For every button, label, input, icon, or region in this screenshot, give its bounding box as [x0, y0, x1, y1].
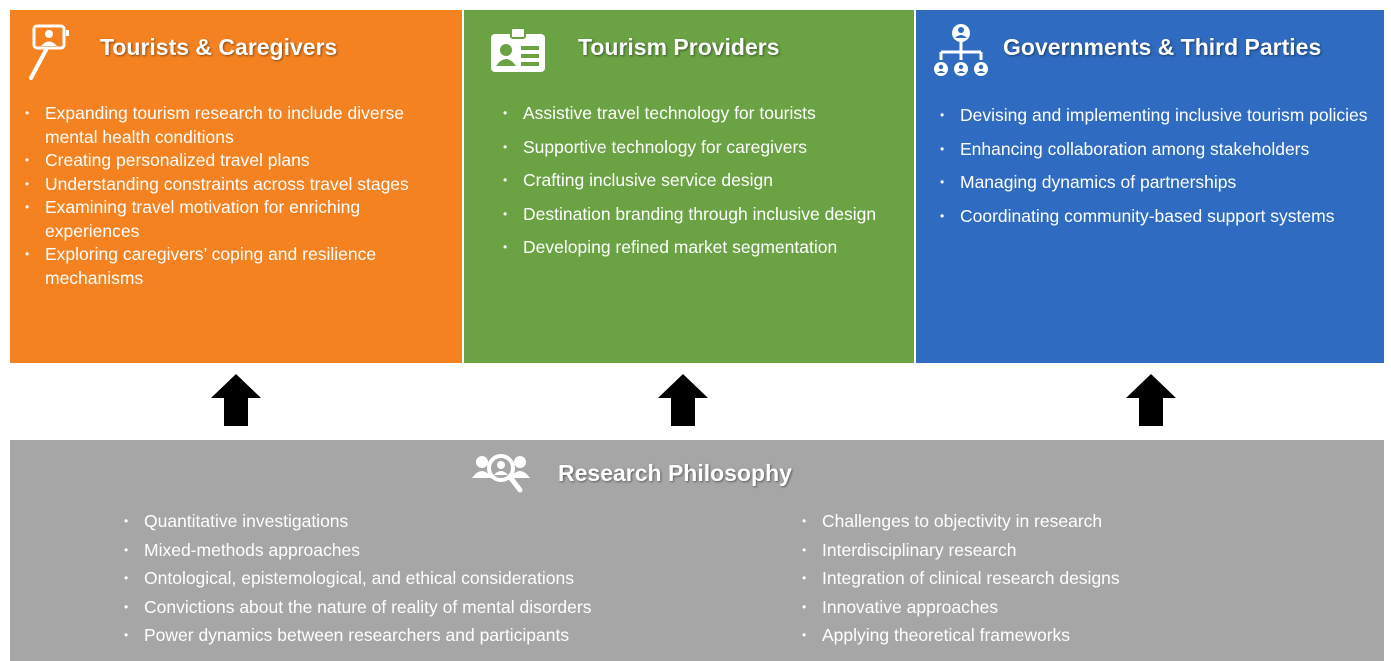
list-item: Enhancing collaboration among stakeholde… — [938, 138, 1378, 162]
list-item: Creating personalized travel plans — [23, 149, 438, 173]
up-arrow-icon — [658, 374, 708, 426]
tourism-providers-panel: Tourism Providers Assistive travel techn… — [464, 10, 914, 363]
governments-list: Devising and implementing inclusive tour… — [938, 104, 1378, 238]
list-item: Crafting inclusive service design — [501, 169, 906, 193]
selfie-stick-icon — [29, 24, 69, 80]
list-item: Integration of clinical research designs — [800, 567, 1360, 591]
list-item: Coordinating community-based support sys… — [938, 205, 1378, 229]
research-philosophy-panel: Research Philosophy Quantitative investi… — [10, 440, 1384, 661]
list-item: Interdisciplinary research — [800, 539, 1360, 563]
list-item: Applying theoretical frameworks — [800, 624, 1360, 648]
list-item: Convictions about the nature of reality … — [122, 596, 682, 620]
list-item: Innovative approaches — [800, 596, 1360, 620]
list-item: Quantitative investigations — [122, 510, 682, 534]
list-item: Challenges to objectivity in research — [800, 510, 1360, 534]
list-item: Examining travel motivation for enrichin… — [23, 196, 438, 243]
list-item: Power dynamics between researchers and p… — [122, 624, 682, 648]
org-chart-icon — [934, 24, 988, 76]
governments-panel: Governments & Third Parties Devising and… — [916, 10, 1384, 363]
list-item: Understanding constraints across travel … — [23, 173, 438, 197]
list-item: Exploring caregivers’ coping and resilie… — [23, 243, 438, 290]
research-title: Research Philosophy — [558, 460, 792, 486]
panel-title: Tourism Providers — [578, 34, 780, 60]
list-item: Ontological, epistemological, and ethica… — [122, 567, 682, 591]
list-item: Devising and implementing inclusive tour… — [938, 104, 1378, 128]
list-item: Mixed-methods approaches — [122, 539, 682, 563]
people-search-icon — [472, 454, 530, 493]
list-item: Destination branding through inclusive d… — [501, 203, 906, 227]
providers-list: Assistive travel technology for tourists… — [501, 102, 906, 270]
up-arrow-icon — [1126, 374, 1176, 426]
list-item: Supportive technology for caregivers — [501, 136, 906, 160]
tourists-list: Expanding tourism research to include di… — [23, 102, 438, 290]
up-arrow-icon — [211, 374, 261, 426]
list-item: Assistive travel technology for tourists — [501, 102, 906, 126]
list-item: Expanding tourism research to include di… — [23, 102, 438, 149]
id-card-icon — [491, 28, 545, 72]
list-item: Managing dynamics of partnerships — [938, 171, 1378, 195]
list-item: Developing refined market segmentation — [501, 236, 906, 260]
research-right-list: Challenges to objectivity in research In… — [800, 510, 1360, 653]
panel-title: Tourists & Caregivers — [100, 34, 338, 60]
panel-title: Governments & Third Parties — [1003, 34, 1322, 60]
tourists-caregivers-panel: Tourists & Caregivers Expanding tourism … — [10, 10, 462, 363]
research-left-list: Quantitative investigations Mixed-method… — [122, 510, 682, 653]
